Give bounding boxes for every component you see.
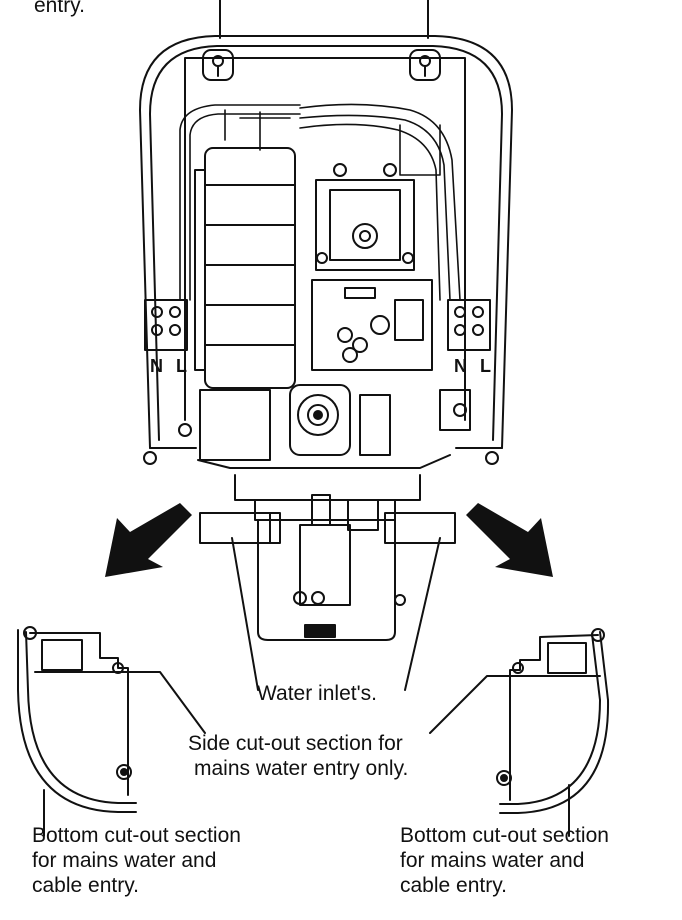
lower-body — [143, 389, 499, 501]
arrow-down-left-shape — [105, 503, 192, 577]
leader-lines — [34, 537, 601, 837]
pump — [289, 384, 391, 456]
cutout-section-right — [496, 628, 610, 814]
terminal-block-left — [144, 299, 188, 351]
keyhole-slot-left — [202, 49, 234, 81]
label-bottom-right-line-3: cable entry. — [400, 874, 507, 897]
label-bottom-cutout-left: Bottom cut-out section for mains water a… — [32, 823, 241, 898]
label-water-inlets-line: Water inlet's. — [257, 682, 377, 705]
backplate-outline — [139, 35, 513, 449]
label-bottom-right-line-2: for mains water and — [400, 849, 585, 872]
label-top-entry-line: entry. — [34, 0, 85, 17]
label-bottom-right-line-1: Bottom cut-out section — [400, 824, 609, 847]
terminal-left-n: N — [150, 356, 163, 376]
water-inlet-pipes — [199, 512, 456, 544]
terminal-left-l: L — [176, 356, 187, 376]
cutout-section-left — [17, 626, 137, 813]
valve-block — [315, 163, 415, 271]
circuit-board — [311, 279, 433, 371]
label-side-cutout: Side cut-out section for mains water ent… — [188, 731, 408, 781]
top-leader-lines — [219, 0, 429, 39]
label-bottom-left-line-1: Bottom cut-out section — [32, 824, 241, 847]
label-bottom-cutout-right: Bottom cut-out section for mains water a… — [400, 823, 609, 898]
label-side-cutout-line-2: mains water entry only. — [194, 757, 409, 780]
keyhole-slot-right — [409, 49, 441, 81]
arrow-down-right-shape — [466, 503, 553, 577]
label-side-cutout-line-1: Side cut-out section for — [188, 732, 403, 755]
label-top-entry: entry. — [34, 0, 85, 18]
label-bottom-left-line-2: for mains water and — [32, 849, 217, 872]
terminal-right-n: N — [454, 356, 467, 376]
heater-tank — [194, 147, 296, 389]
internal-pipework — [179, 103, 461, 301]
label-water-inlets: Water inlet's. — [257, 681, 377, 706]
terminal-block-right — [447, 299, 491, 351]
label-bottom-left-line-3: cable entry. — [32, 874, 139, 897]
terminal-right-l: L — [480, 356, 491, 376]
lower-fitting — [254, 494, 406, 641]
